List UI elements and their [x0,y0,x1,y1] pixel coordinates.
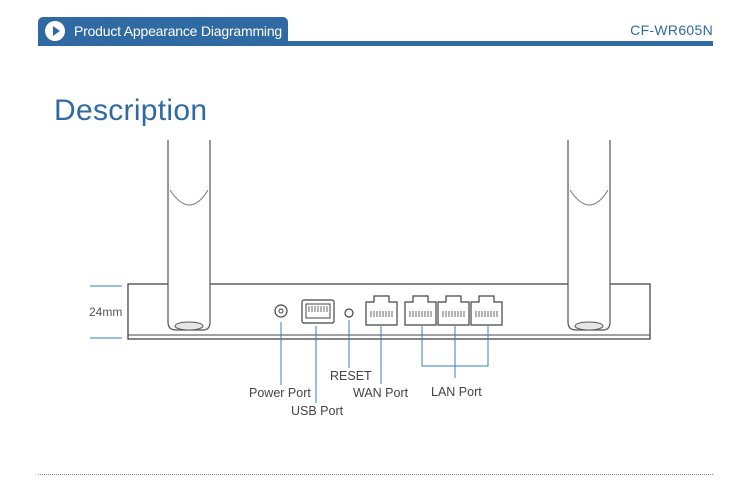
wan-port-label: WAN Port [353,386,409,400]
callout-lines [280,320,489,403]
header-tab: Product Appearance Diagramming [38,17,288,45]
right-antenna [567,140,611,331]
power-port-icon [274,304,288,318]
section-title: Description [54,94,208,127]
power-port-label: Power Port [249,386,311,400]
reset-label: RESET [330,369,372,383]
dimension-marks [90,285,122,339]
ethernet-ports [365,295,503,326]
dimension-label: 24mm [89,305,123,319]
lan-port-1-icon [404,295,437,326]
header-rule [38,41,713,46]
play-icon [45,21,65,41]
wan-port-icon [365,295,398,326]
lan-port-2-icon [437,295,470,326]
usb-port-label: USB Port [291,404,344,418]
router-body [127,283,651,340]
usb-port-icon [301,299,335,324]
model-number: CF-WR605N [630,22,713,38]
lan-port-3-icon [470,295,503,326]
reset-hole-icon [344,308,354,318]
footer-rule [38,474,713,475]
header-title: Product Appearance Diagramming [74,23,283,39]
left-antenna [167,140,211,331]
lan-port-label: LAN Port [431,385,482,399]
